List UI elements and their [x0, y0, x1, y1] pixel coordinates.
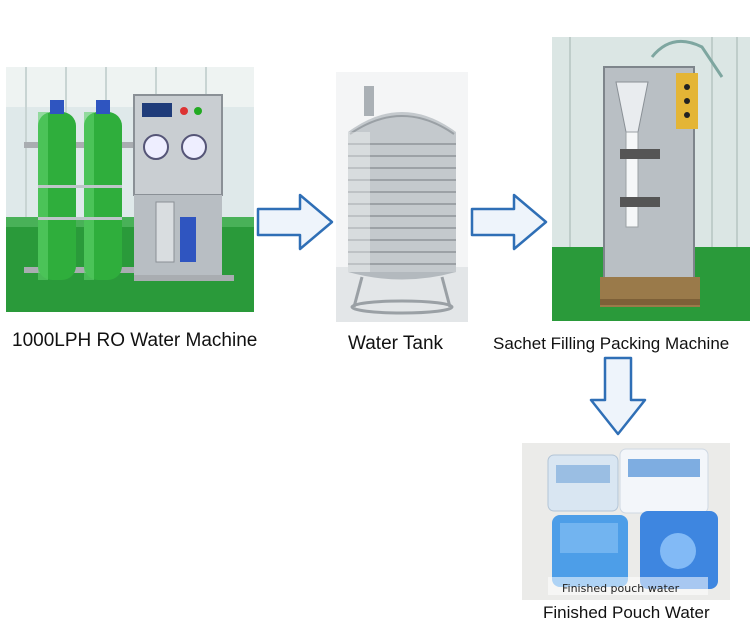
sachet-filling-machine-photo — [552, 37, 750, 321]
finished-pouch-water-photo — [522, 443, 730, 600]
flow-arrow-right-1 — [256, 193, 334, 251]
flow-arrow-right-2 — [470, 193, 548, 251]
caption-water-tank: Water Tank — [348, 333, 444, 354]
caption-ro-water-machine: 1000LPH RO Water Machine — [12, 330, 258, 351]
finished-pouch-overlay-label: Finished pouch water — [562, 582, 680, 595]
ro-water-machine-photo — [6, 67, 254, 312]
caption-sachet-filling-machine: Sachet Filling Packing Machine — [493, 334, 730, 353]
water-tank-photo — [336, 72, 468, 322]
caption-finished-pouch-water: Finished Pouch Water — [543, 603, 710, 622]
flow-arrow-down — [589, 356, 647, 436]
